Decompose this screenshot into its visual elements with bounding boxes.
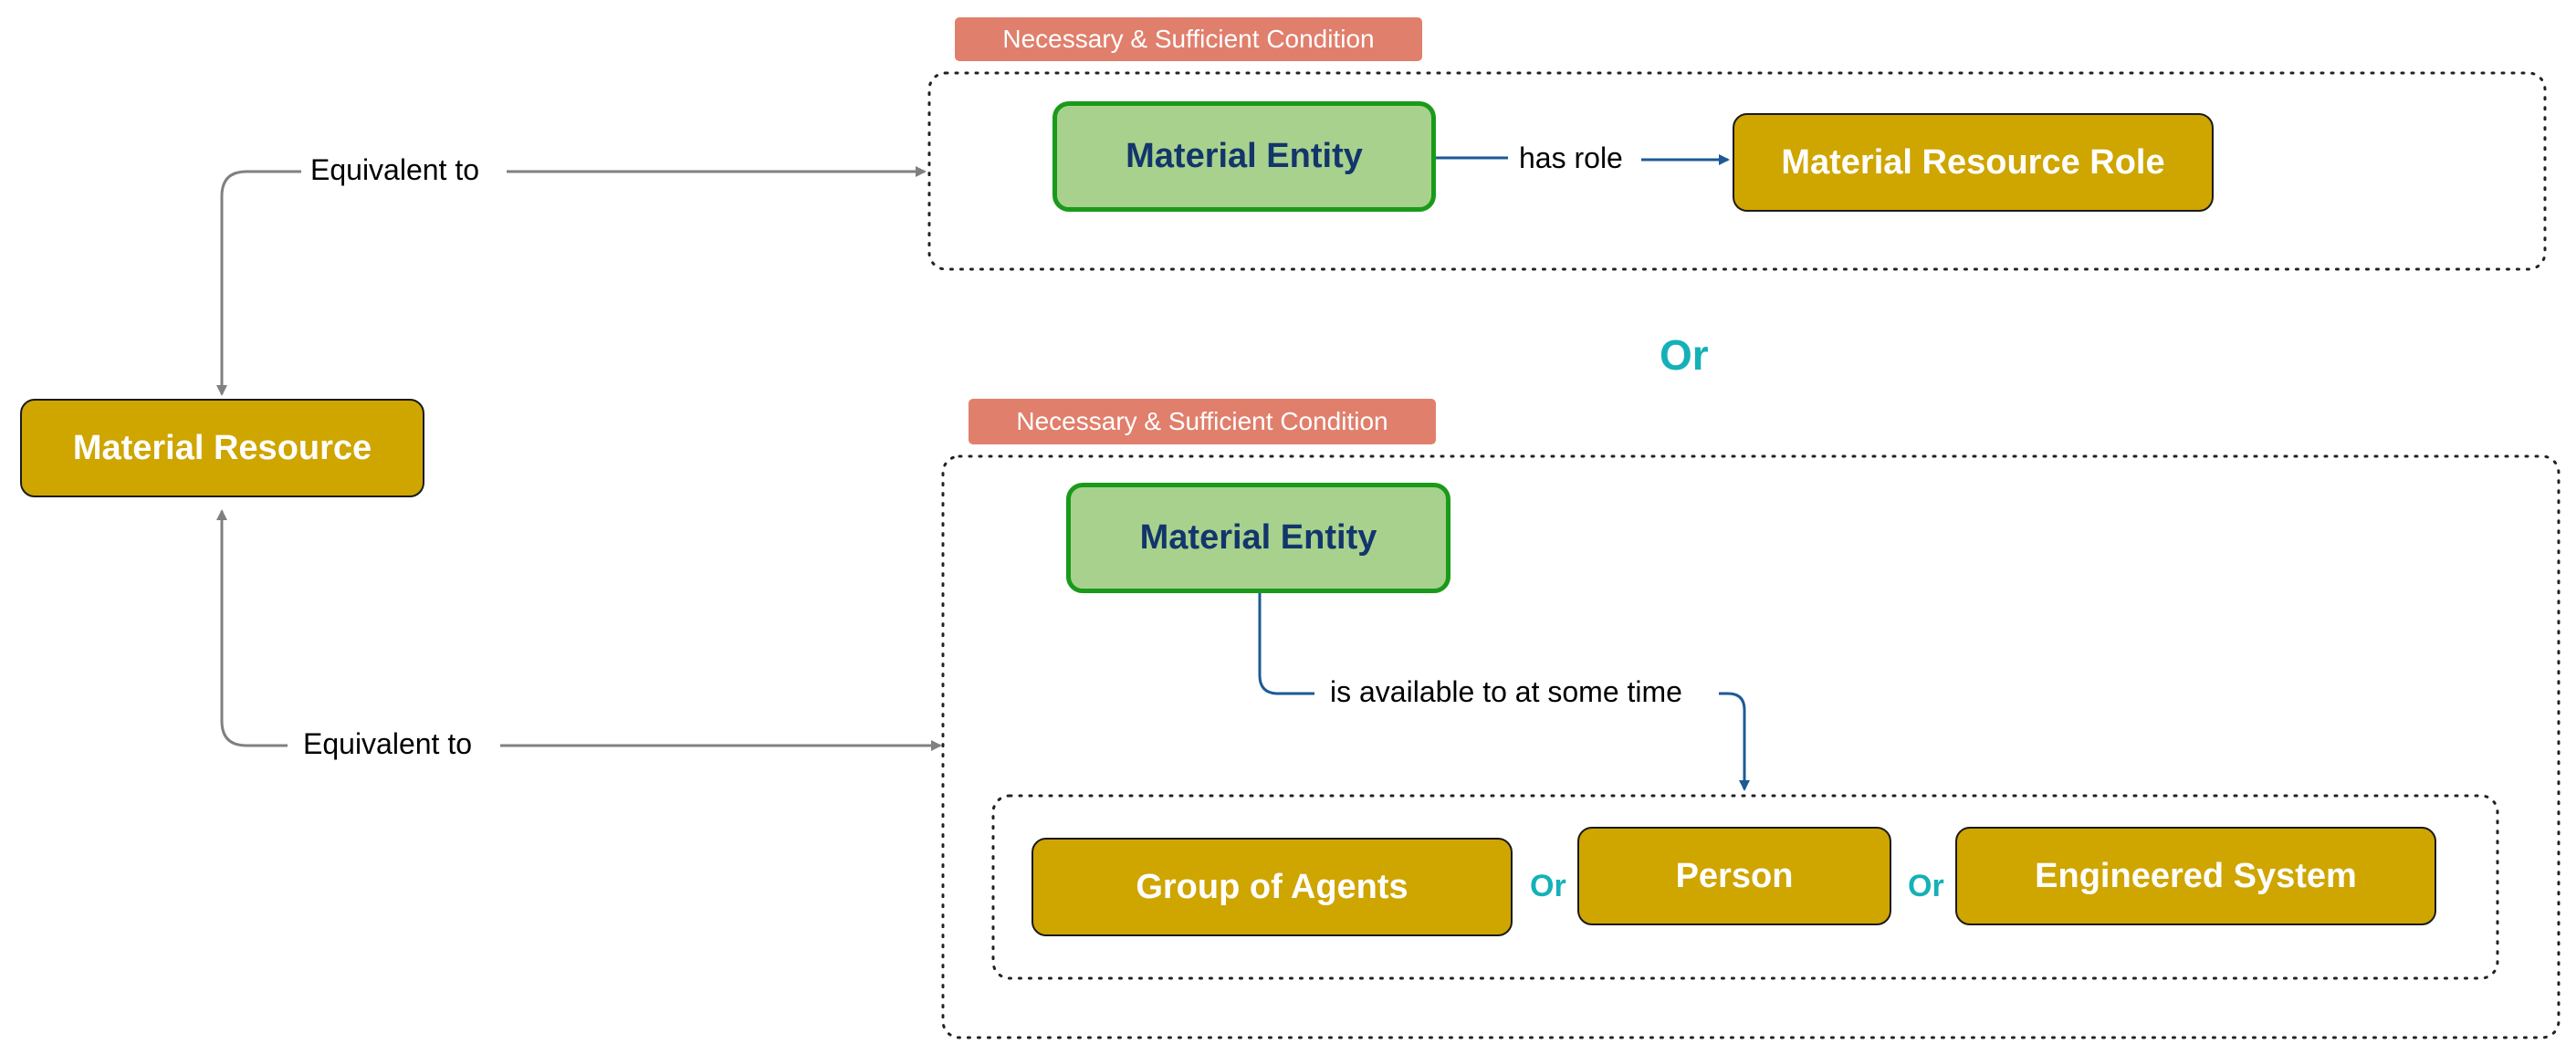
is-available-label: is available to at some time (1330, 675, 1682, 709)
or-operator-1: Or (1530, 869, 1566, 903)
material-resource-role-node[interactable]: Material Resource Role (1733, 113, 2214, 212)
condition-2-tag: Necessary & Sufficient Condition (969, 399, 1436, 444)
person-node[interactable]: Person (1577, 827, 1891, 925)
equivalence-edge-bottom (216, 509, 288, 747)
condition-1-tag: Necessary & Sufficient Condition (955, 17, 1422, 61)
or-operator-2: Or (1908, 869, 1944, 903)
material-resource-node[interactable]: Material Resource (20, 399, 424, 497)
available-edge-right (1719, 692, 1750, 791)
equivalent-to-label-top: Equivalent to (310, 153, 480, 187)
or-operator-main: Or (1660, 331, 1709, 379)
has-role-label: has role (1519, 141, 1623, 175)
condition-1-entity-node[interactable]: Material Entity (1052, 101, 1436, 212)
targets-container (991, 794, 2499, 980)
condition-2-container (941, 454, 2560, 1039)
equivalent-to-label-bottom: Equivalent to (303, 727, 473, 761)
equivalence-edge-top (220, 170, 925, 392)
available-edge-left (1258, 593, 1314, 695)
condition-2-entity-node[interactable]: Material Entity (1066, 483, 1450, 593)
group-of-agents-node[interactable]: Group of Agents (1031, 838, 1513, 936)
engineered-system-node[interactable]: Engineered System (1955, 827, 2436, 925)
